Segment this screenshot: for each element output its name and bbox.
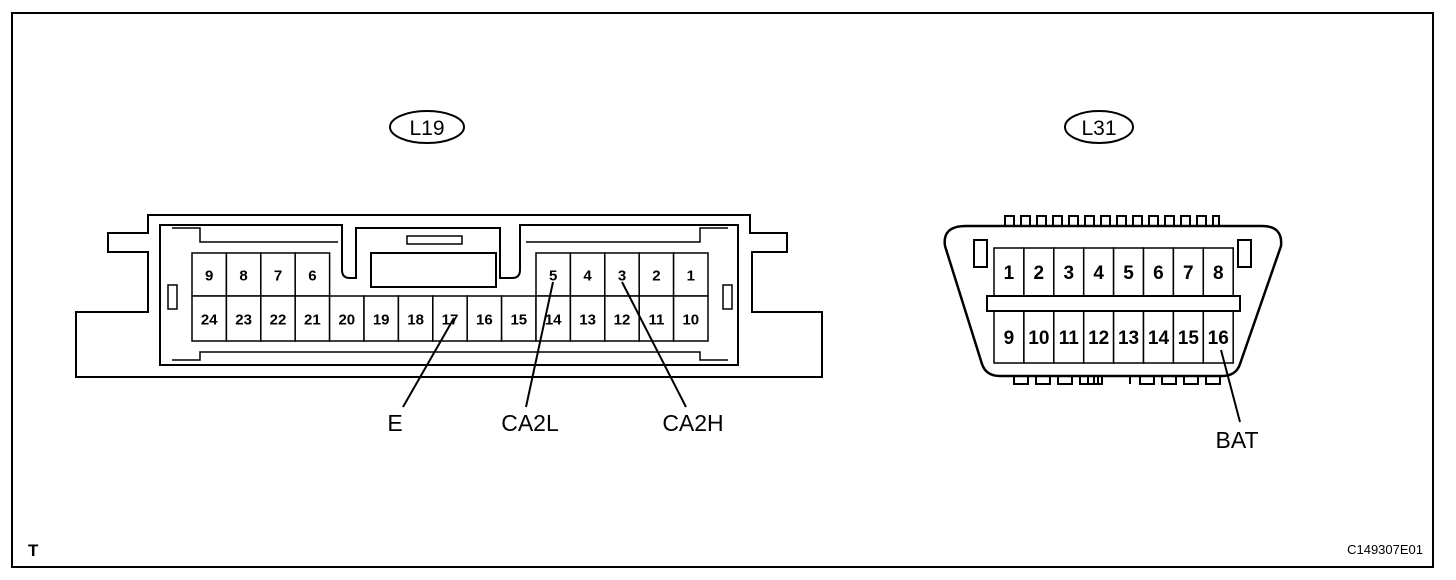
l19-pin-11-number: 11: [648, 312, 664, 329]
l19-pin-5-number: 5: [549, 268, 557, 285]
l31-pin-11-number: 11: [1059, 328, 1080, 349]
l19-pin-3-number: 3: [618, 268, 626, 285]
l31-pin-10-number: 10: [1028, 328, 1049, 349]
l19-pin-23-cavity: [225, 295, 262, 342]
connector-l31-ridge-bottom: [1013, 367, 1221, 385]
l19-pin-18-number: 18: [407, 312, 424, 329]
connector-l19-latch: [406, 235, 463, 245]
l31-pin-1-cavity: [993, 247, 1025, 297]
l19-pin-17-cavity: [432, 295, 468, 342]
l31-pin-13-number: 13: [1118, 328, 1139, 349]
l19-pin-12-number: 12: [614, 312, 631, 329]
l19-pin-19-number: 19: [373, 312, 390, 329]
l31-pin-4-number: 4: [1093, 263, 1104, 284]
l31-pin-16-cavity: [1202, 310, 1234, 364]
l19-pin-21-cavity: [294, 295, 331, 342]
l19-pin-12-cavity: [604, 295, 640, 342]
l31-pin-9-number: 9: [1004, 328, 1015, 349]
l31-pin-12-number: 12: [1088, 328, 1109, 349]
leader-line-bat: [1220, 349, 1241, 423]
connector-l31-key-bottom: [1097, 375, 1131, 384]
l19-pin-17-number: 17: [442, 312, 459, 329]
l31-pin-7-number: 7: [1183, 263, 1194, 284]
l19-pin-13-cavity: [569, 295, 606, 342]
connector-l19-side-notch-right: [722, 284, 733, 310]
l19-pin-11-cavity: [638, 295, 675, 342]
l19-pin-18-cavity: [397, 295, 434, 342]
connector-l19-tag: L19: [409, 117, 444, 140]
l19-pin-21-number: 21: [304, 312, 321, 329]
l19-pin-16-cavity: [466, 295, 503, 342]
l31-pin-16-number: 16: [1208, 328, 1229, 349]
l19-pin-23-number: 23: [235, 312, 252, 329]
l19-pin-2-number: 2: [652, 268, 660, 285]
l19-pin-14-number: 14: [545, 312, 562, 329]
l31-pin-6-number: 6: [1153, 263, 1164, 284]
connector-l19-side-notch-left: [167, 284, 178, 310]
l31-pin-15-number: 15: [1178, 328, 1200, 349]
l19-pin-6-number: 6: [308, 268, 316, 285]
connector-l19-tag-oval: [389, 110, 465, 144]
connector-l19-bottom-row: 24 23 22 21 20 19 18 17 16 15 14 13 12 11 10: [191, 295, 709, 342]
connector-l19-top-row-right: 5 4 3 2 1: [535, 252, 709, 297]
l19-pin-24-number: 24: [201, 312, 218, 329]
connector-l19-key-slot: [370, 252, 497, 288]
l31-pin-10-cavity: [1023, 310, 1055, 364]
l19-pin-24-cavity: [191, 295, 228, 342]
l31-pin-14-number: 14: [1148, 328, 1170, 349]
l19-pin-13-number: 13: [579, 312, 596, 329]
l19-pin-16-number: 16: [476, 312, 493, 329]
l19-pin-8-number: 8: [239, 268, 247, 285]
connector-l19-top-row-left: 9 8 7 6: [191, 252, 331, 297]
connector-l31-locator-left: [973, 239, 988, 268]
connector-l31-tag-oval: [1064, 110, 1134, 144]
l19-pin-7-cavity: [260, 252, 296, 297]
l31-pin-8-cavity: [1202, 247, 1234, 297]
l19-pin-20-number: 20: [338, 312, 355, 329]
connector-l31-separator: [986, 295, 1241, 312]
connector-l31-locator-right: [1237, 239, 1252, 268]
connector-l19-rail-bottom: [172, 351, 728, 361]
signal-label-e: E: [387, 410, 402, 436]
connector-l31-tag: L31: [1081, 117, 1116, 140]
l19-pin-2-cavity: [638, 252, 675, 297]
signal-label-ca2h: CA2H: [662, 410, 723, 436]
connector-l19-rail-top: [172, 227, 728, 243]
l31-pin-8-number: 8: [1213, 263, 1224, 284]
l19-pin-22-number: 22: [270, 312, 287, 329]
l31-pin-2-cavity: [1023, 247, 1055, 297]
leader-line-e: [402, 317, 455, 408]
l31-pin-14-cavity: [1142, 310, 1175, 364]
l31-pin-2-number: 2: [1034, 263, 1045, 284]
leader-line-ca2l: [525, 281, 554, 408]
l31-pin-13-cavity: [1112, 310, 1145, 364]
l19-pin-4-number: 4: [583, 268, 592, 285]
figure-code: C149307E01: [1347, 542, 1423, 557]
signal-label-bat: BAT: [1215, 427, 1258, 453]
l19-pin-19-cavity: [363, 295, 400, 342]
l31-pin-5-cavity: [1112, 247, 1145, 297]
corner-mark: T: [28, 541, 39, 560]
l31-pin-11-cavity: [1053, 310, 1085, 364]
l19-pin-10-cavity: [672, 295, 709, 342]
l19-pin-7-number: 7: [274, 268, 282, 285]
l19-pin-10-number: 10: [682, 312, 699, 329]
connector-l31-bottom-row: 9 10 11 12 13 14 15 16: [993, 310, 1234, 364]
l19-pin-1-number: 1: [687, 268, 695, 285]
signal-label-ca2l: CA2L: [501, 410, 559, 436]
l31-pin-1-number: 1: [1004, 263, 1015, 284]
l31-pin-5-number: 5: [1123, 263, 1134, 284]
l19-pin-15-number: 15: [510, 312, 527, 329]
leader-line-ca2h: [621, 281, 687, 408]
l31-pin-3-number: 3: [1063, 263, 1074, 284]
l19-pin-9-number: 9: [205, 268, 213, 285]
l19-pin-15-cavity: [500, 295, 537, 342]
